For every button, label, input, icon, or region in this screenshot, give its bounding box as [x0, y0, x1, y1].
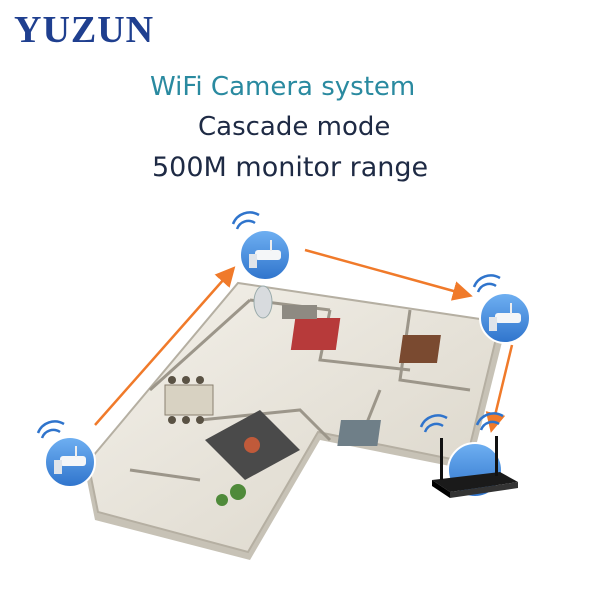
camera-right [472, 274, 531, 344]
dining-table [164, 384, 214, 416]
camera-icon [249, 240, 281, 268]
nvr-receiver [419, 412, 518, 498]
headline-line-2: Cascade mode [198, 112, 391, 142]
wifi-signal-icon [36, 420, 65, 439]
bathtub [253, 285, 273, 319]
arrow-top-to-right [304, 248, 473, 301]
wifi-signal-icon [419, 412, 504, 433]
brand-logo: YUZUN [14, 9, 155, 51]
floor-plan [85, 281, 505, 560]
bedroom-red-bed [290, 318, 341, 350]
arrow-left-to-top [94, 266, 236, 426]
bedroom-brown-bed [398, 335, 441, 363]
kitchen-island [282, 305, 317, 319]
wifi-signal-icon [231, 211, 260, 230]
camera-top [231, 211, 291, 281]
headline-line-1: WiFi Camera system [150, 72, 416, 102]
wifi-signal-icon [472, 274, 501, 293]
headline-line-3: 500M monitor range [152, 152, 429, 183]
camera-icon [54, 446, 86, 474]
camera-icon [489, 303, 521, 331]
router-icon [432, 436, 518, 498]
camera-left [36, 420, 96, 488]
bedroom-grey-bed [337, 420, 381, 446]
